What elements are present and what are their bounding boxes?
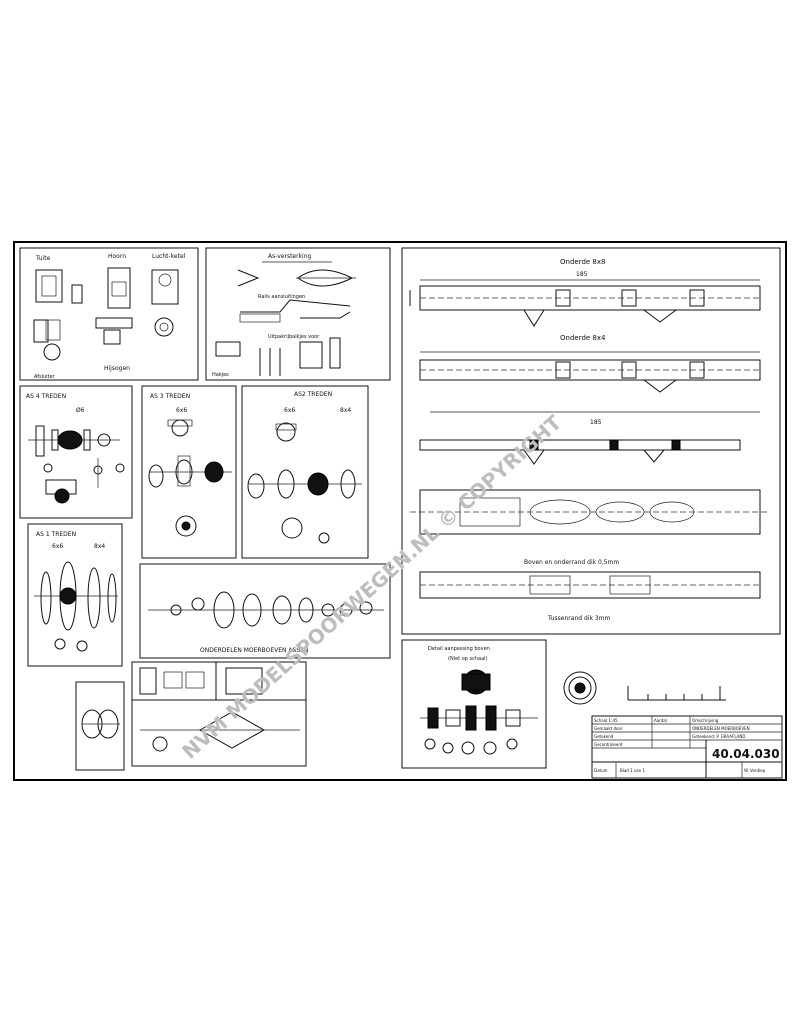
tb-r0-c0: Schaal 1:45 bbox=[594, 718, 618, 723]
tb-bottom-2: W. Verdiep bbox=[744, 768, 766, 773]
caption-hijsogen: Hijsogen bbox=[104, 365, 130, 372]
label-rails: Rails aansluitingen bbox=[258, 294, 305, 300]
tb-bottom-0: Datum bbox=[594, 768, 608, 773]
stamp-logo bbox=[563, 671, 597, 705]
sub-as3: 6x6 bbox=[176, 407, 187, 414]
dim-frame-b: 185 bbox=[590, 419, 602, 426]
label-luchtketel: Lucht-ketel bbox=[152, 253, 186, 260]
sub-as1-b: 8x4 bbox=[94, 543, 105, 550]
panel-top-left: Tuite Hoorn Lucht-ketel Hijsogen Afsluit… bbox=[19, 247, 199, 381]
panel-center-top: As-versterking Rails aansluitingen Uitpa… bbox=[205, 247, 391, 381]
panel-as3: AS 3 TREDEN 6x6 bbox=[141, 385, 237, 559]
sub-as2-b: 8x4 bbox=[340, 407, 351, 414]
caption-afsluiter: Afsluiter bbox=[34, 374, 56, 380]
tb-r0-c2: Omschrijving bbox=[692, 718, 719, 723]
panel-small-left bbox=[75, 681, 125, 771]
panel-detail: Detail aanpassing boven (Niet op schaal) bbox=[401, 639, 547, 769]
tb-r3-c0: Gecontroleerd bbox=[594, 742, 623, 747]
title-block: Schaal 1:45 Aantal Omschrijving Gemaakt … bbox=[591, 715, 783, 779]
tb-r1-c0: Gemaakt door bbox=[594, 726, 623, 731]
title-as1: AS 1 TREDEN bbox=[36, 531, 76, 538]
sub-as4: Ø6 bbox=[76, 407, 85, 414]
drawing-number: 40.04.030 bbox=[712, 747, 780, 761]
label-tuite: Tuite bbox=[35, 255, 51, 262]
panel-as2: AS2 TREDEN 6x6 8x4 bbox=[241, 385, 369, 559]
title-as4: AS 4 TREDEN bbox=[26, 393, 66, 400]
label-hoorn: Hoorn bbox=[108, 253, 126, 260]
sub-as2-a: 6x6 bbox=[284, 407, 295, 414]
panel-parts-row: ONDERDELEN MOERBOEVEN ASSEN bbox=[139, 563, 391, 659]
title-detail: Detail aanpassing boven bbox=[428, 646, 490, 652]
label-uitpak: Uitpakrijbalkjes voor bbox=[268, 334, 320, 340]
caption-frame-c: Boven en onderrand dik 0,5mm bbox=[524, 559, 619, 566]
tb-r2-c0: Getekend bbox=[594, 734, 614, 739]
tb-bottom-1: Blad 1 van 1 bbox=[620, 768, 646, 773]
dim-frame-a: 185 bbox=[576, 271, 588, 278]
tb-r1-c2: ONDERDELEN MOERBOEVEN bbox=[692, 726, 750, 731]
title-frame-b: Onderde 8x4 bbox=[560, 334, 606, 342]
caption-frame-d: Tussenrand dik 3mm bbox=[547, 615, 610, 622]
panel-as4: AS 4 TREDEN Ø6 bbox=[19, 385, 133, 519]
title-as3: AS 3 TREDEN bbox=[150, 393, 190, 400]
label-hakjes: Hakjes bbox=[212, 372, 229, 378]
caption-parts: ONDERDELEN MOERBOEVEN ASSEN bbox=[200, 647, 308, 654]
panel-as1: AS 1 TREDEN 6x6 8x4 bbox=[27, 523, 123, 667]
panel-bottom-center bbox=[131, 661, 307, 767]
sub-detail: (Niet op schaal) bbox=[448, 656, 488, 662]
sub-as1-a: 6x6 bbox=[52, 543, 63, 550]
sheet-border bbox=[13, 241, 787, 781]
tb-r2-c2: Geteekend: P. GRAAFLAND bbox=[692, 734, 745, 739]
title-frame-a: Onderde 8x8 bbox=[560, 258, 605, 266]
panel-right-main: Onderde 8x8 185 Onderde 8x4 185 bbox=[401, 247, 781, 635]
title-as2: AS2 TREDEN bbox=[294, 391, 332, 398]
tb-r0-c1: Aantal bbox=[654, 718, 667, 723]
title-as-versterking: As-versterking bbox=[268, 253, 312, 260]
scale-bar bbox=[627, 686, 726, 701]
